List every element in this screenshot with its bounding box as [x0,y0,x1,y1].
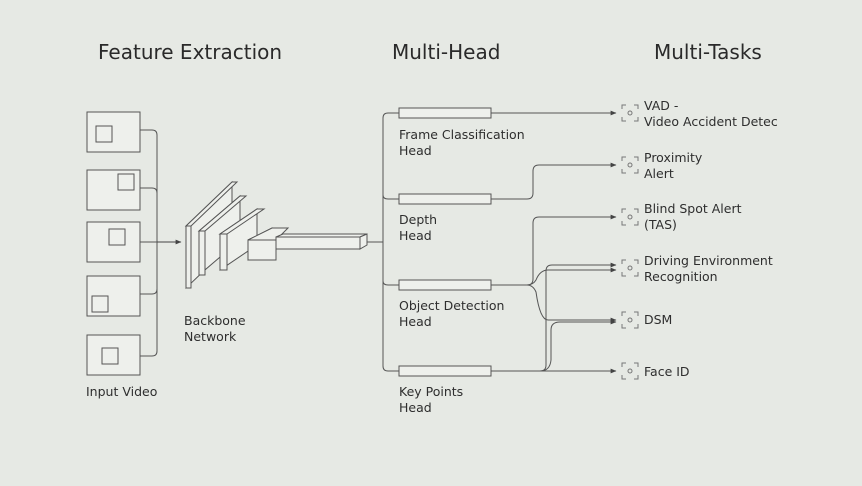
target-icon [621,156,639,174]
input-frame-5 [86,334,141,376]
head-label-frame-classification: Frame Classification Head [399,127,525,158]
input-frame-2 [86,169,141,211]
input-frames [86,111,141,376]
object-detection-head-bar [398,279,492,291]
task-label-blind-spot-alert: Blind Spot Alert (TAS) [644,201,742,232]
input-bracket [140,129,158,357]
backbone-network [184,180,368,290]
conn-keypoints-driving [491,262,617,372]
backbone-layer-5 [275,233,368,250]
frame-classification-head-bar [398,107,492,119]
task-label-vad: VAD - Video Accident Detec [644,98,778,129]
target-icon [621,259,639,277]
backbone-layer-3 [218,208,266,271]
head-bracket [367,112,399,372]
backbone-label: Backbone Network [184,313,246,344]
head-label-depth: Depth Head [399,212,438,243]
depth-head-bar [398,193,492,205]
input-frame-1 [86,111,141,153]
title-multi-head: Multi-Head [392,40,501,64]
title-feature-extraction: Feature Extraction [98,40,283,64]
conn-keypoints-dsm [491,319,617,372]
input-frame-3 [86,221,141,263]
title-multi-tasks: Multi-Tasks [654,40,762,64]
conn-depth-proximity [491,162,617,200]
task-label-dsm: DSM [644,312,673,327]
target-icon [621,208,639,226]
head-label-key-points: Key Points Head [399,384,464,415]
conn-object-driving [491,267,617,286]
input-video-label: Input Video [86,384,158,399]
head-task-connections [491,110,617,374]
input-frame-4 [86,275,141,317]
target-icon [621,104,639,122]
target-icon [621,311,639,329]
task-label-proximity-alert: Proximity Alert [644,150,703,181]
conn-object-blindspot [491,214,617,286]
conn-object-dsm [491,284,617,323]
head-label-object-detection: Object Detection Head [399,298,505,329]
task-label-face-id: Face ID [644,364,690,379]
task-label-driving-environment: Driving Environment Recognition [644,253,773,284]
key-points-head-bar [398,365,492,377]
target-icon [621,362,639,380]
task-icons [621,104,639,380]
